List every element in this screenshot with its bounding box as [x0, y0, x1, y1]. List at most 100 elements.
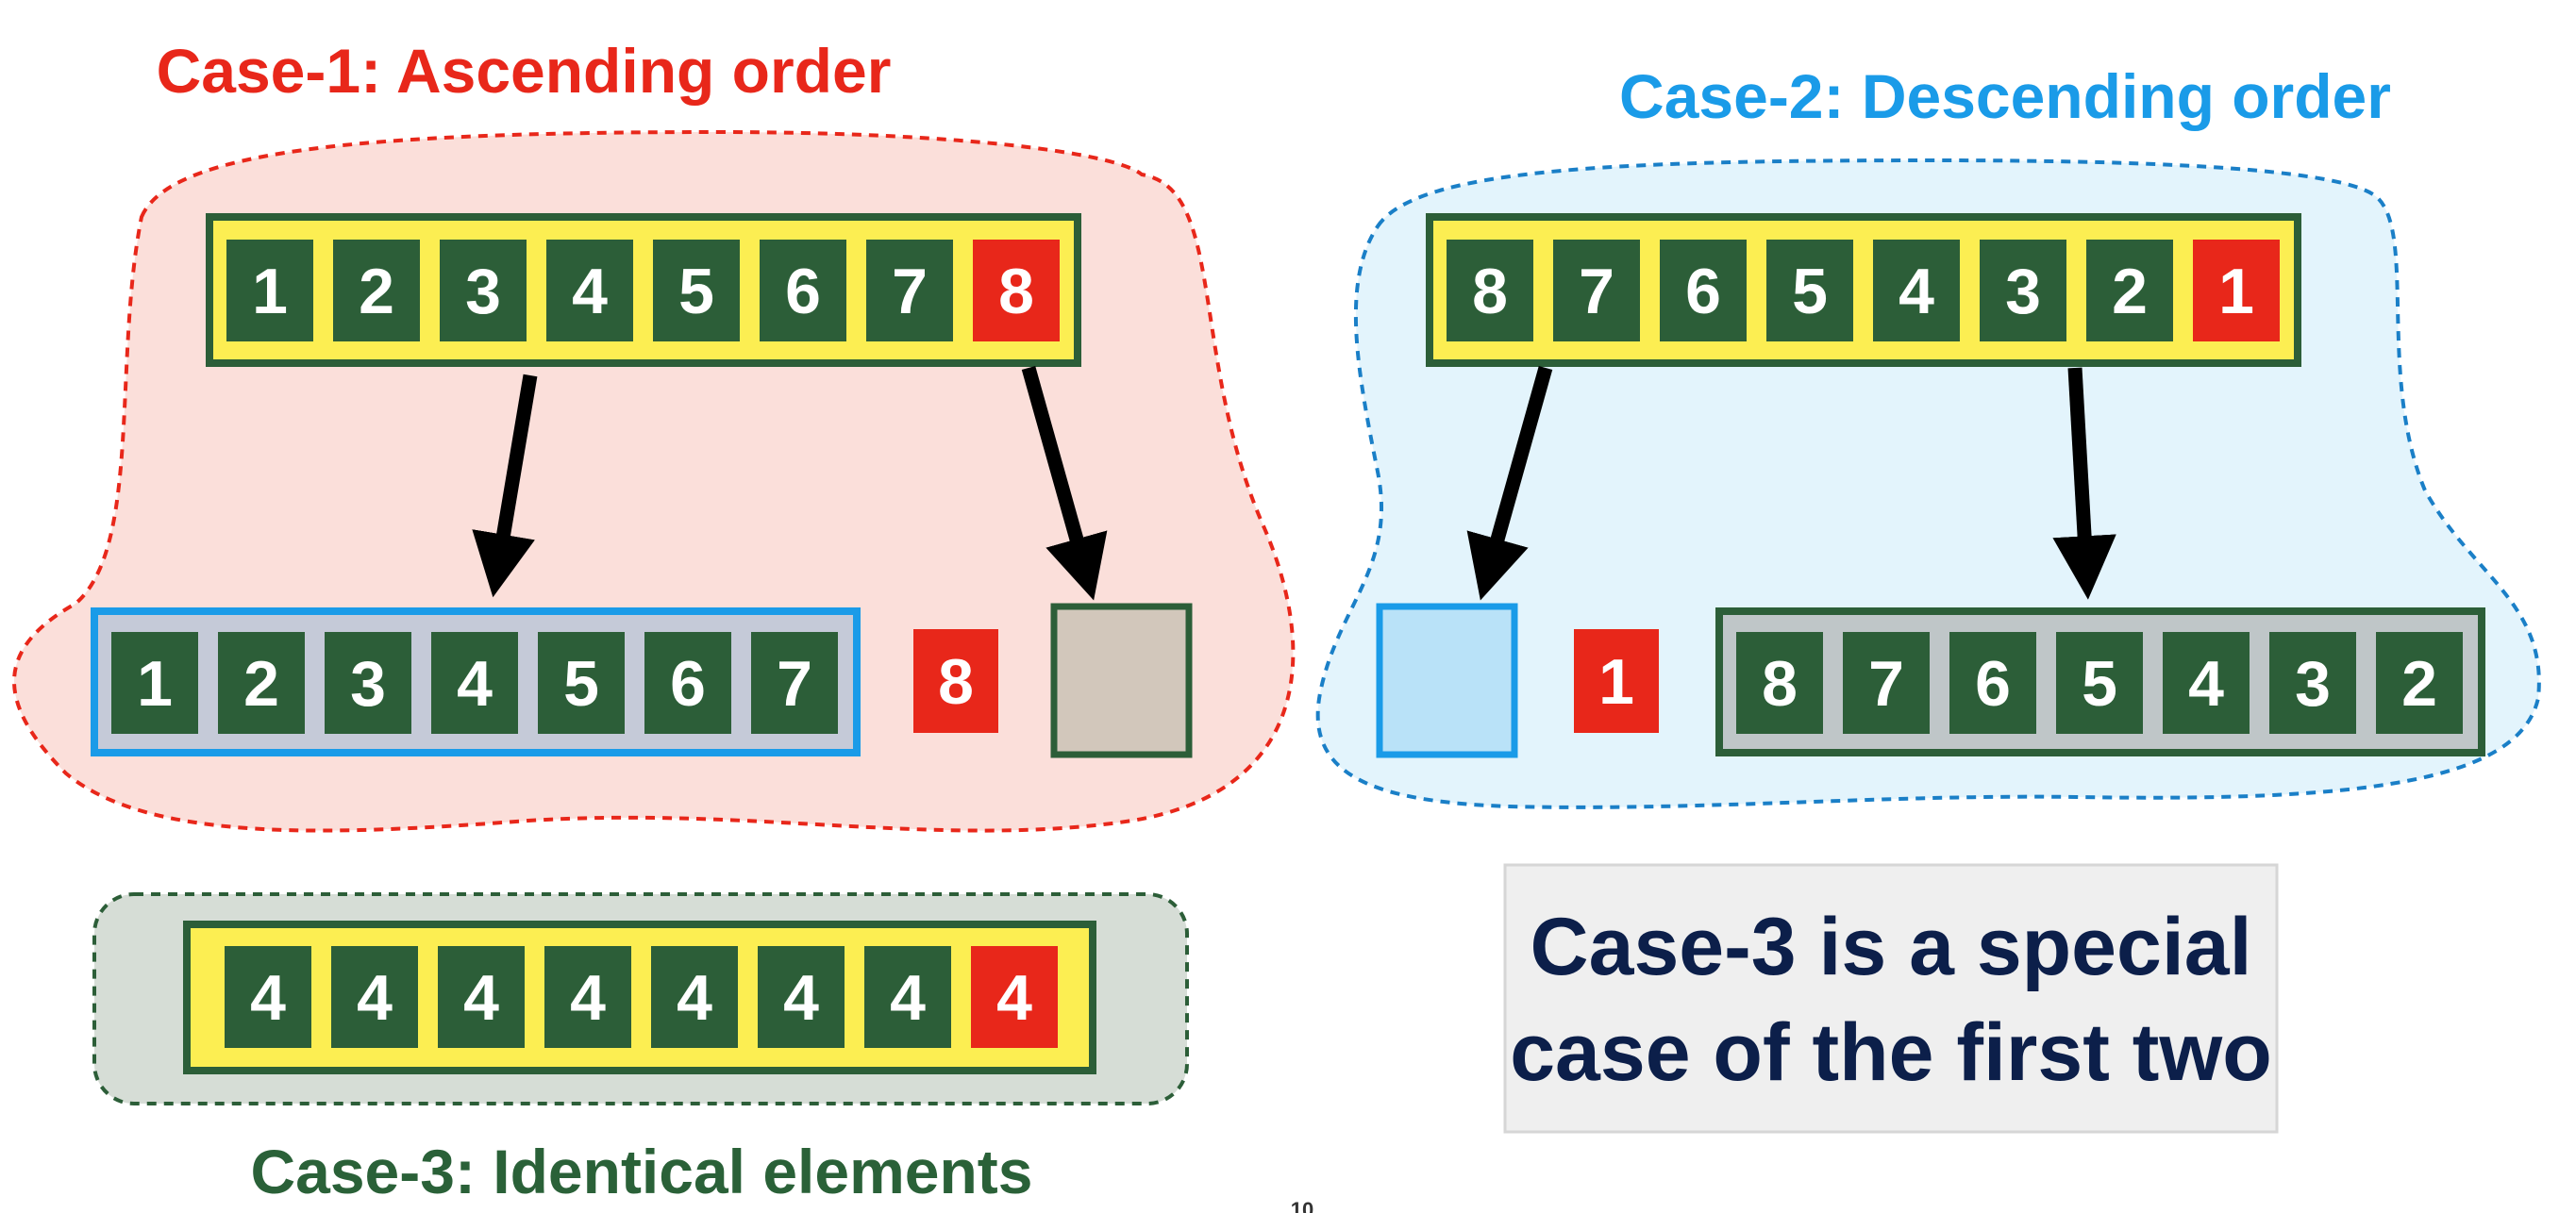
- case2-array-cell-box: [2086, 240, 2173, 341]
- case2-right-cell-value: 2: [2401, 648, 2437, 720]
- case3-array-cell-value: 4: [783, 962, 819, 1034]
- case2-array-cell-box: [1873, 240, 1960, 341]
- case2-array-cell-value: 7: [1579, 256, 1614, 327]
- case2-right-cell-box: [2376, 632, 2463, 734]
- case3-array-cell-value: 4: [677, 962, 712, 1034]
- case1-array-cell-value: 1: [252, 256, 288, 327]
- note-line-2: case of the first two: [1510, 1007, 2272, 1098]
- case2-array-cell-box: [1447, 240, 1533, 341]
- case1-pivot: 8: [913, 629, 998, 733]
- case1-left-cell-box: [218, 632, 305, 734]
- case2-pivot-box: [1574, 629, 1659, 733]
- case3-array-cell-value: 4: [570, 962, 606, 1034]
- case3-array-cell-box: [651, 946, 738, 1048]
- case1-left-cell-value: 5: [563, 648, 599, 720]
- case3-array-cell-box: [864, 946, 951, 1048]
- case3-array-cell-box: [438, 946, 525, 1048]
- case1-left-cell-box: [431, 632, 518, 734]
- case2-array-cell-value: 1: [2218, 256, 2254, 327]
- case3-array-cell-value: 4: [996, 962, 1032, 1034]
- case2-right-cell-box: [2269, 632, 2356, 734]
- case1-array-cell-box: [760, 240, 846, 341]
- case1-array-cell-box: [866, 240, 953, 341]
- case1-array-cell-value: 3: [465, 256, 501, 327]
- case2-right-cell-value: 7: [1868, 648, 1904, 720]
- case2-array-cell-box: [1766, 240, 1853, 341]
- case2-array-cell-box: [1660, 240, 1747, 341]
- case1-left-cell-box: [111, 632, 198, 734]
- case1-array-cell-box: [226, 240, 313, 341]
- case3-array-cell-box: [971, 946, 1058, 1048]
- case1-left-cell-value: 6: [670, 648, 706, 720]
- case2-title: Case-2: Descending order: [1619, 61, 2391, 131]
- case1-left-cell-value: 7: [777, 648, 812, 720]
- case2-right-cell-value: 6: [1975, 648, 2011, 720]
- page-number: 10: [1291, 1198, 1313, 1213]
- case2-array-cell-value: 3: [2005, 256, 2041, 327]
- case2-pivot: 1: [1574, 629, 1659, 733]
- case2-right-cell-value: 3: [2295, 648, 2331, 720]
- case3-array-cell-box: [544, 946, 631, 1048]
- case3-array-cell-box: [758, 946, 845, 1048]
- case3-title: Case-3: Identical elements: [250, 1137, 1032, 1206]
- case1-left-cell-value: 1: [137, 648, 173, 720]
- case3-array-cell-value: 4: [463, 962, 499, 1034]
- case2-right-cell-box: [2056, 632, 2143, 734]
- case1-array-cell-box: [546, 240, 633, 341]
- case1-array-cell-value: 6: [785, 256, 821, 327]
- case1-pivot-value: 8: [938, 646, 974, 718]
- case2-right-cell-box: [1949, 632, 2036, 734]
- note-box: [1503, 863, 2279, 1134]
- case2-array-cell-value: 2: [2112, 256, 2148, 327]
- case3-array-cell-value: 4: [357, 962, 393, 1034]
- case2-right-cell-value: 4: [2188, 648, 2224, 720]
- case2-array-cell-box: [2193, 240, 2280, 341]
- case1-array-cell-value: 5: [678, 256, 714, 327]
- case1-left-cell-box: [644, 632, 731, 734]
- case1-arrow-right: [1021, 365, 1108, 601]
- note-line-1: Case-3 is a special: [1531, 902, 2252, 992]
- case2-array-cell-value: 5: [1792, 256, 1828, 327]
- case2-pivot-value: 1: [1598, 646, 1634, 718]
- case2-arrow-right: [2052, 367, 2116, 600]
- case1-title: Case-1: Ascending order: [157, 36, 892, 106]
- case2-array-cell-value: 6: [1685, 256, 1721, 327]
- case1-array-cell-value: 2: [359, 256, 394, 327]
- case3-array-cell-value: 4: [890, 962, 926, 1034]
- case2-array-cell-value: 4: [1899, 256, 1934, 327]
- case3-array-cell-box: [331, 946, 418, 1048]
- case3-array-cell-box: [225, 946, 311, 1048]
- case1-array-cell-value: 4: [572, 256, 608, 327]
- case1-left-cell-box: [325, 632, 411, 734]
- case2-empty-left-partition: [1376, 603, 1518, 758]
- case1-empty-right-partition: [1050, 603, 1193, 758]
- case2-arrow-left: [1466, 365, 1553, 601]
- case2-right-cell-box: [2163, 632, 2250, 734]
- case1-array-cell-box: [333, 240, 420, 341]
- case2-array-cell-box: [1553, 240, 1640, 341]
- case1-left-cell-value: 3: [350, 648, 386, 720]
- case2-right-cell-value: 5: [2082, 648, 2117, 720]
- case1-array-cell-value: 7: [892, 256, 928, 327]
- case2-array-cell-value: 8: [1472, 256, 1508, 327]
- case1-array-cell-box: [653, 240, 740, 341]
- case1-array-cell-box: [973, 240, 1060, 341]
- case2-right-cell-box: [1843, 632, 1930, 734]
- case3-array-frame: [183, 921, 1096, 1074]
- case1-left-cell-box: [751, 632, 838, 734]
- case2-right-cell-value: 8: [1762, 648, 1798, 720]
- case1-pivot-box: [913, 629, 998, 733]
- case2-right-cell-box: [1736, 632, 1823, 734]
- case1-array-cell-value: 8: [998, 256, 1034, 327]
- case1-array-cell-box: [440, 240, 527, 341]
- case3-array-cell-value: 4: [250, 962, 286, 1034]
- case1-left-cell-value: 4: [457, 648, 493, 720]
- case1-arrow-left: [472, 374, 538, 598]
- case2-array-cell-box: [1980, 240, 2066, 341]
